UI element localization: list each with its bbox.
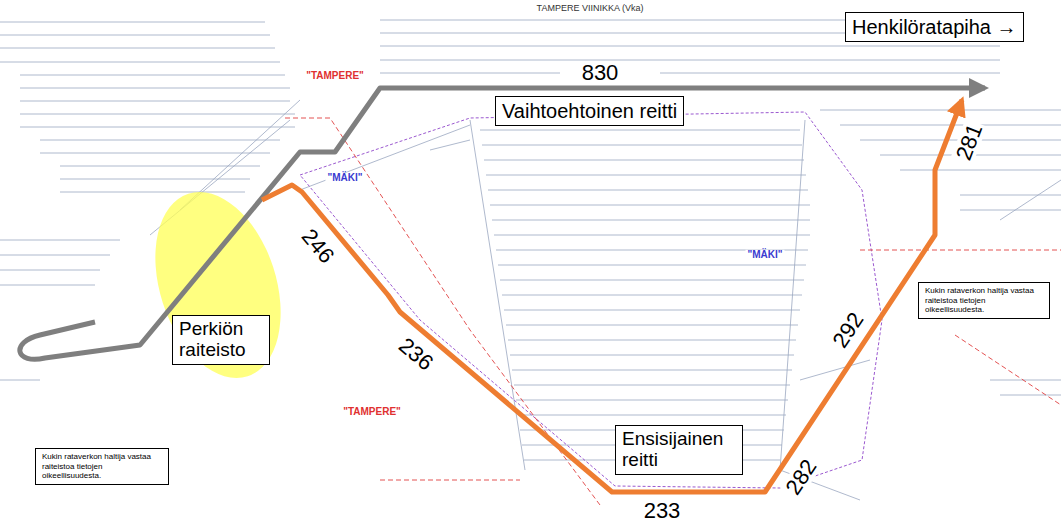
track-number: 292 <box>827 307 869 354</box>
callout-box: Perkiön raiteisto <box>172 315 270 365</box>
callout-box: Ensisijainen reitti <box>615 425 743 475</box>
track-number: 282 <box>780 454 822 501</box>
callout-box: Vaihtoehtoinen reitti <box>495 96 684 126</box>
primary-route <box>262 100 962 492</box>
sheet-title: TAMPERE VIINIKKA (Vka) <box>535 4 646 13</box>
box-text: Henkilöratapiha → <box>852 16 1017 38</box>
area-name: "MÄKI" <box>325 173 364 184</box>
box-text: Kukin rataverkon haltija vastaa raiteist… <box>42 452 162 481</box>
highlight-area <box>133 176 303 394</box>
area-outline <box>300 112 882 488</box>
track-number: 236 <box>393 332 439 376</box>
track-number: 830 <box>580 61 621 84</box>
box-text: Kukin rataverkon haltija vastaa raiteist… <box>925 286 1043 315</box>
note-box: Kukin rataverkon haltija vastaa raiteist… <box>35 448 169 485</box>
area-name: "MÄKI" <box>745 250 784 261</box>
track-number: 233 <box>642 499 683 522</box>
track-number: 281 <box>951 119 987 165</box>
alternative-route <box>20 88 985 359</box>
box-text: Vaihtoehtoinen reitti <box>502 100 677 122</box>
track-lines <box>0 20 1061 500</box>
area-name: "TAMPERE" <box>304 71 366 82</box>
box-text: Perkiön raiteisto <box>179 319 263 361</box>
box-text: Ensisijainen reitti <box>622 429 736 471</box>
callout-box: Henkilöratapiha → <box>845 12 1024 42</box>
area-name: "TAMPERE" <box>341 407 403 418</box>
note-box: Kukin rataverkon haltija vastaa raiteist… <box>918 282 1050 319</box>
track-number: 246 <box>296 223 340 269</box>
